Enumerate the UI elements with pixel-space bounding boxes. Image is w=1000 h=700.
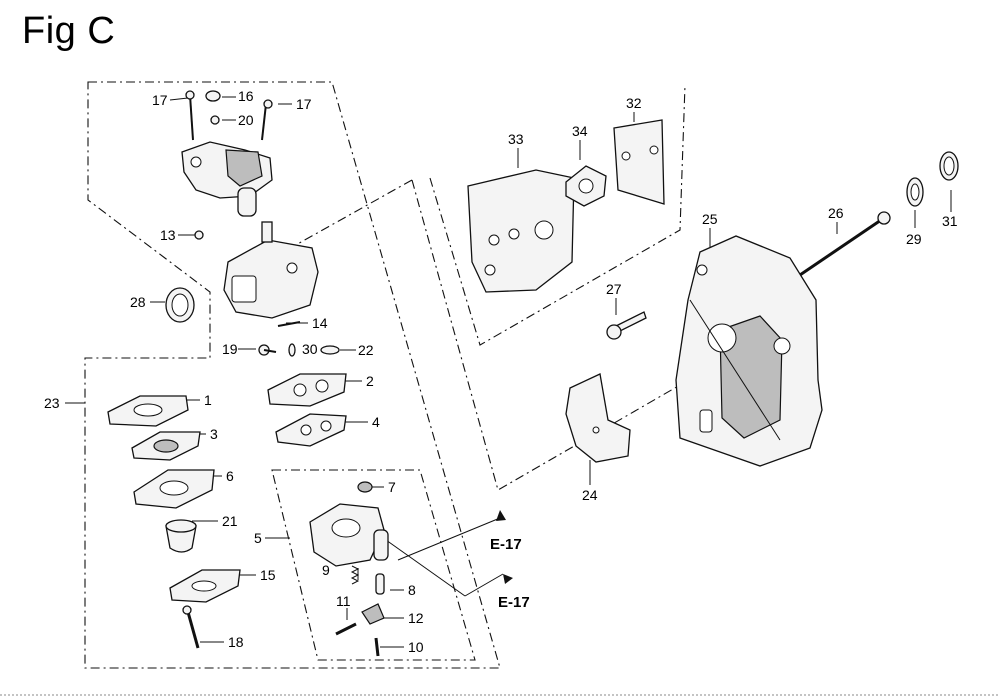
callout-13: 13 xyxy=(160,227,176,243)
air-cleaner-housing-25-part xyxy=(675,235,823,467)
callout-25: 25 xyxy=(702,211,718,227)
callout-23: 23 xyxy=(44,395,60,411)
callout-22: 22 xyxy=(358,342,374,358)
callout-8: 8 xyxy=(408,582,416,598)
callout-11: 11 xyxy=(336,593,351,609)
callout-32: 32 xyxy=(626,95,642,111)
callout-29: 29 xyxy=(906,231,922,247)
callout-10: 10 xyxy=(408,639,424,655)
washer-31-part xyxy=(939,151,959,181)
callout-17-left: 17 xyxy=(152,92,168,108)
o-ring-28-part xyxy=(165,287,195,323)
callout-19: 19 xyxy=(222,341,238,357)
gasket-4-part xyxy=(275,413,347,447)
callout-34: 34 xyxy=(572,123,588,139)
valve-8-part xyxy=(375,573,385,595)
screw-10-part xyxy=(374,637,380,657)
pump-cover-6-part xyxy=(133,469,215,509)
screw-13-part xyxy=(194,230,204,240)
gasket-2-part xyxy=(267,373,347,407)
callout-2: 2 xyxy=(366,373,374,389)
insulator-plate-33-part xyxy=(467,169,575,293)
jet-22-part xyxy=(320,345,340,355)
callout-14: 14 xyxy=(312,315,328,331)
plug-7-part xyxy=(357,481,373,493)
callout-31: 31 xyxy=(942,213,958,229)
screw-17-right xyxy=(261,99,273,141)
callout-1: 1 xyxy=(204,392,212,408)
spacer-34-part xyxy=(565,165,607,207)
callout-6: 6 xyxy=(226,468,234,484)
callout-3: 3 xyxy=(210,426,218,442)
callout-17-right: 17 xyxy=(296,96,312,112)
diaphragm-cover-1-part xyxy=(107,395,189,427)
callout-15: 15 xyxy=(260,567,276,583)
callout-4: 4 xyxy=(372,414,380,430)
throttle-body-part xyxy=(181,141,273,217)
pin-11-part xyxy=(335,622,357,636)
callout-21: 21 xyxy=(222,513,238,529)
callout-9: 9 xyxy=(322,562,330,578)
reference-e17-top: E-17 xyxy=(490,536,522,553)
spring-30-part xyxy=(288,343,296,357)
callout-labels: 17 16 17 20 13 28 14 19 30 22 2 4 1 3 6 … xyxy=(44,88,958,655)
lever-12-part xyxy=(361,603,385,625)
carburetor-group-outline xyxy=(84,81,501,669)
screw-17-left xyxy=(185,90,195,141)
callout-7: 7 xyxy=(388,479,396,495)
callout-28: 28 xyxy=(130,294,146,310)
callout-18: 18 xyxy=(228,634,244,650)
bracket-24-part xyxy=(565,373,631,463)
washer-29-part xyxy=(906,177,924,207)
callout-20: 20 xyxy=(238,112,254,128)
callout-16: 16 xyxy=(238,88,254,104)
gasket-15-part xyxy=(169,569,241,603)
figure-title: Fig C xyxy=(22,10,116,52)
washer-16-part xyxy=(205,90,221,102)
carburetor-body-part xyxy=(223,221,319,319)
reference-e17-bottom: E-17 xyxy=(498,594,530,611)
callout-30: 30 xyxy=(302,341,318,357)
spring-20-part xyxy=(210,115,220,125)
bolt-27-part xyxy=(606,311,647,340)
filter-cup-21-part xyxy=(165,519,197,553)
callout-26: 26 xyxy=(828,205,844,221)
callout-5: 5 xyxy=(254,530,262,546)
pump-subgroup-outline xyxy=(271,469,476,661)
heat-shield-32-part xyxy=(613,119,665,205)
callout-33: 33 xyxy=(508,131,524,147)
callout-24: 24 xyxy=(582,487,598,503)
pump-body-5-part xyxy=(309,503,389,567)
callout-27: 27 xyxy=(606,281,622,297)
screw-18-part xyxy=(182,605,200,649)
plate-group-outline xyxy=(429,84,686,346)
callout-12: 12 xyxy=(408,610,424,626)
pin-14-part xyxy=(277,321,301,327)
diaphragm-3-part xyxy=(131,431,201,461)
screw-19-part xyxy=(258,344,277,356)
spring-9-part xyxy=(350,565,360,585)
